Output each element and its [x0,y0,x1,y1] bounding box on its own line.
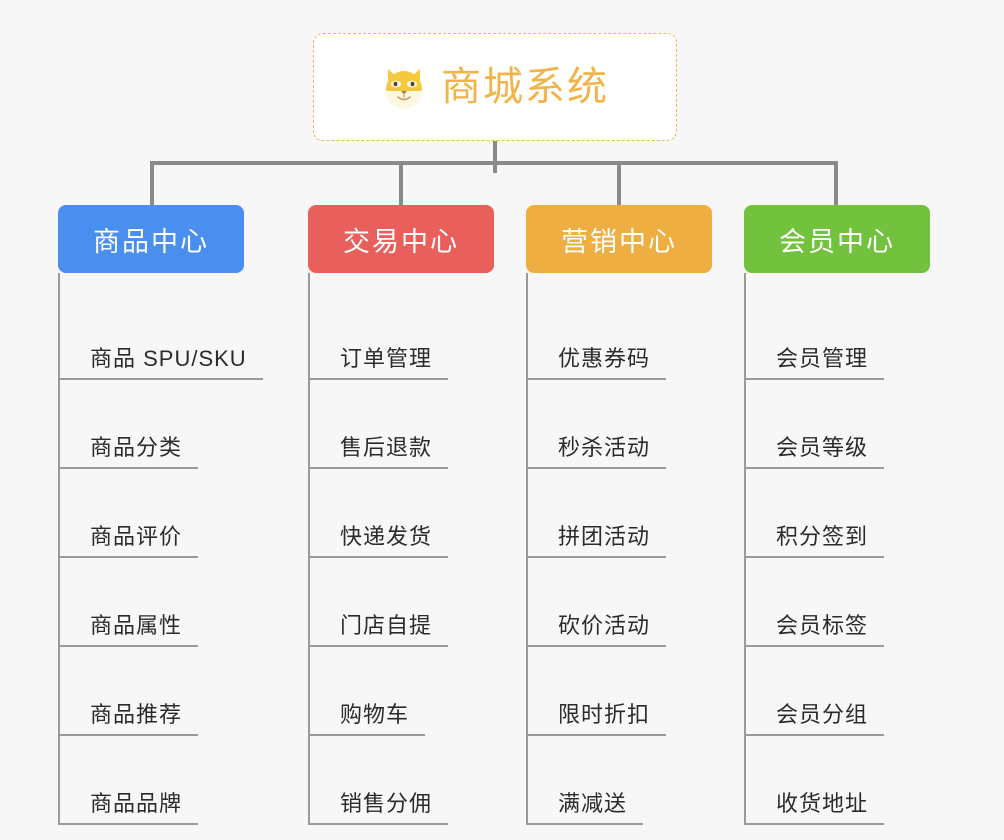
connector-root-stem [493,141,497,173]
leaf-label: 订单管理 [310,345,449,380]
shiba-dog-icon [381,64,427,110]
connector-drop-3 [617,161,621,205]
leaf-label: 门店自提 [310,612,449,647]
branch-header-3[interactable]: 营销中心 [526,205,712,273]
list-item[interactable]: 优惠券码 [528,291,712,380]
branch-column-3: 营销中心 优惠券码 秒杀活动 拼团活动 砍价活动 限时折扣 满减送 [526,205,712,825]
list-item[interactable]: 商品品牌 [60,736,244,825]
leaf-label: 快递发货 [310,523,449,558]
list-item[interactable]: 门店自提 [310,558,494,647]
leaf-label: 商品分类 [60,434,199,469]
list-item[interactable]: 商品 SPU/SKU [60,291,263,380]
branch-items-4: 会员管理 会员等级 积分签到 会员标签 会员分组 收货地址 [744,273,930,825]
list-item[interactable]: 会员管理 [746,291,930,380]
leaf-label: 限时折扣 [528,701,667,736]
list-item[interactable]: 销售分佣 [310,736,494,825]
connector-bus [150,161,838,165]
leaf-label: 商品 SPU/SKU [60,345,263,380]
list-item[interactable]: 商品分类 [60,380,244,469]
branch-items-3: 优惠券码 秒杀活动 拼团活动 砍价活动 限时折扣 满减送 [526,273,712,825]
branch-items-1: 商品 SPU/SKU 商品分类 商品评价 商品属性 商品推荐 商品品牌 [58,273,263,825]
leaf-label: 会员标签 [746,612,885,647]
branch-header-1[interactable]: 商品中心 [58,205,244,273]
leaf-label: 购物车 [310,701,426,736]
list-item[interactable]: 积分签到 [746,469,930,558]
connector-drop-1 [150,161,154,205]
branch-column-1: 商品中心 商品 SPU/SKU 商品分类 商品评价 商品属性 商品推荐 商品品牌 [58,205,263,825]
root-title: 商城系统 [441,65,609,109]
list-item[interactable]: 满减送 [528,736,712,825]
leaf-label: 商品评价 [60,523,199,558]
list-item[interactable]: 购物车 [310,647,494,736]
leaf-label: 优惠券码 [528,345,667,380]
list-item[interactable]: 收货地址 [746,736,930,825]
branch-header-label-2: 交易中心 [343,226,459,257]
list-item[interactable]: 秒杀活动 [528,380,712,469]
branch-header-label-3: 营销中心 [561,226,677,257]
list-item[interactable]: 拼团活动 [528,469,712,558]
root-node[interactable]: 商城系统 [313,33,677,141]
leaf-label: 会员等级 [746,434,885,469]
leaf-label: 积分签到 [746,523,885,558]
branch-column-4: 会员中心 会员管理 会员等级 积分签到 会员标签 会员分组 收货地址 [744,205,930,825]
branch-items-2: 订单管理 售后退款 快递发货 门店自提 购物车 销售分佣 [308,273,494,825]
list-item[interactable]: 会员标签 [746,558,930,647]
leaf-label: 会员管理 [746,345,885,380]
branch-header-label-4: 会员中心 [779,226,895,257]
leaf-label: 秒杀活动 [528,434,667,469]
list-item[interactable]: 限时折扣 [528,647,712,736]
leaf-label: 售后退款 [310,434,449,469]
leaf-label: 会员分组 [746,701,885,736]
branch-header-4[interactable]: 会员中心 [744,205,930,273]
leaf-label: 收货地址 [746,790,885,825]
branch-column-2: 交易中心 订单管理 售后退款 快递发货 门店自提 购物车 销售分佣 [308,205,494,825]
list-item[interactable]: 会员等级 [746,380,930,469]
list-item[interactable]: 砍价活动 [528,558,712,647]
connector-drop-2 [399,161,403,205]
list-item[interactable]: 售后退款 [310,380,494,469]
list-item[interactable]: 快递发货 [310,469,494,558]
branch-header-2[interactable]: 交易中心 [308,205,494,273]
leaf-label: 拼团活动 [528,523,667,558]
list-item[interactable]: 商品评价 [60,469,244,558]
leaf-label: 商品属性 [60,612,199,647]
leaf-label: 满减送 [528,790,644,825]
leaf-label: 销售分佣 [310,790,449,825]
list-item[interactable]: 会员分组 [746,647,930,736]
leaf-label: 商品推荐 [60,701,199,736]
list-item[interactable]: 商品属性 [60,558,244,647]
leaf-label: 商品品牌 [60,790,199,825]
list-item[interactable]: 商品推荐 [60,647,244,736]
list-item[interactable]: 订单管理 [310,291,494,380]
connector-drop-4 [834,161,838,205]
branch-header-label-1: 商品中心 [93,226,209,257]
leaf-label: 砍价活动 [528,612,667,647]
